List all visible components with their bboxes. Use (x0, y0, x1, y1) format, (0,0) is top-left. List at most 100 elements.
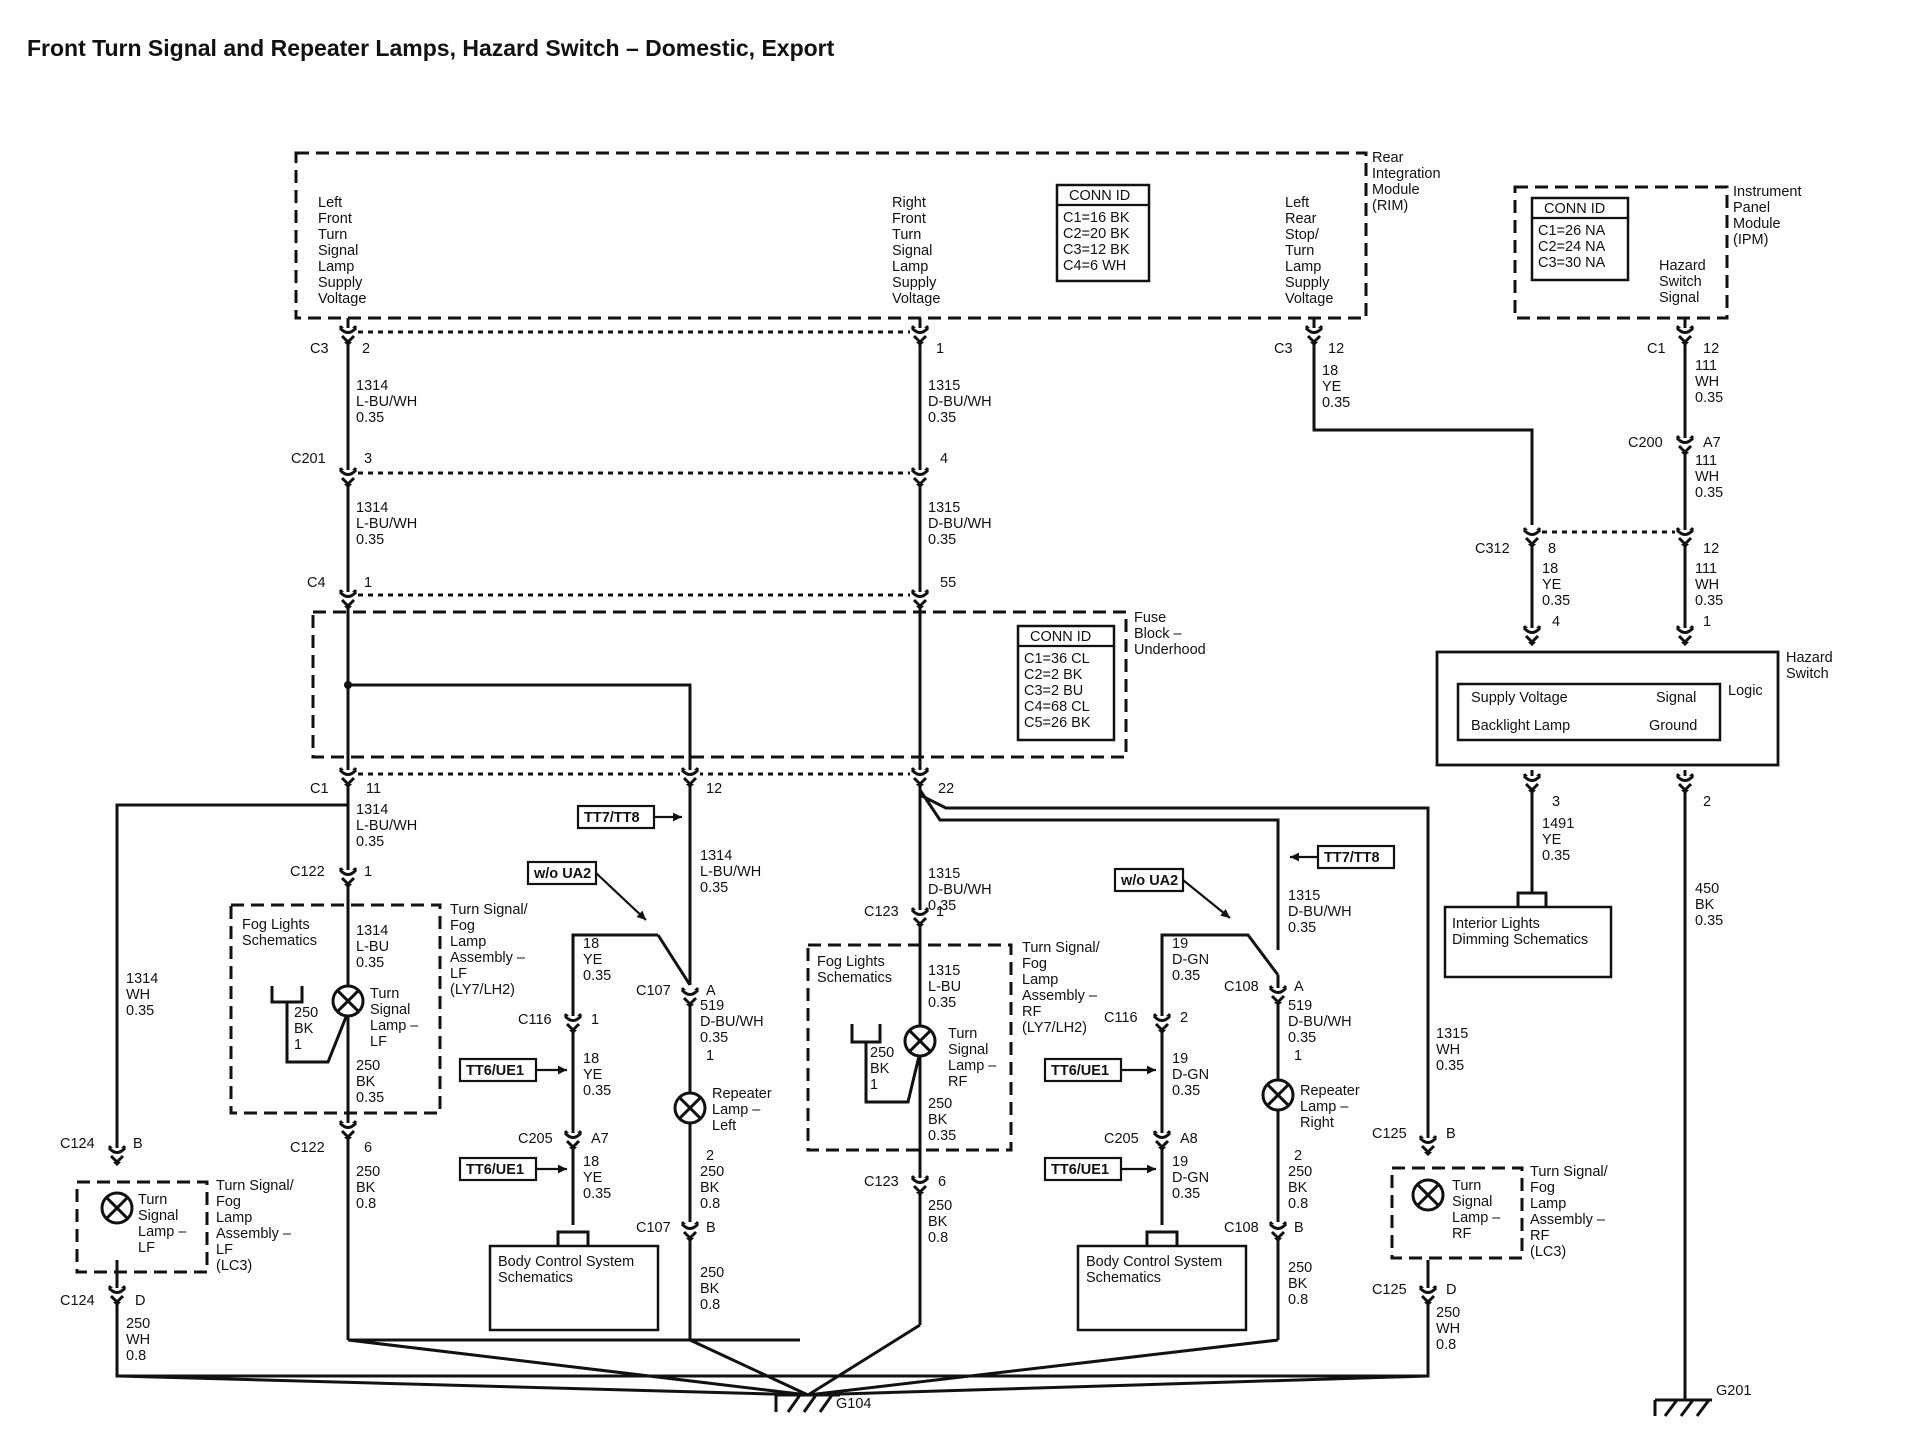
svg-text:0.8: 0.8 (1288, 1196, 1308, 1212)
svg-text:A7: A7 (1703, 435, 1721, 451)
svg-text:0.35: 0.35 (1172, 968, 1200, 984)
rim-circuit-left: Left Front Turn Signal Lamp Supply Volta… (318, 195, 366, 307)
svg-text:C4=6 WH: C4=6 WH (1063, 258, 1126, 274)
connector-symbol (1268, 1221, 1288, 1243)
svg-text:(LY7/LH2): (LY7/LH2) (1022, 1020, 1087, 1036)
svg-text:B: B (706, 1220, 716, 1236)
svg-text:Voltage: Voltage (1285, 291, 1333, 307)
svg-text:250: 250 (928, 1198, 952, 1214)
svg-text:Signal: Signal (370, 1002, 410, 1018)
connector-symbol (680, 767, 700, 789)
svg-text:1: 1 (294, 1037, 302, 1053)
svg-text:YE: YE (1542, 577, 1562, 593)
svg-text:CONN ID: CONN ID (1030, 629, 1091, 645)
connector-symbol (910, 325, 930, 347)
svg-text:Turn Signal/: Turn Signal/ (450, 902, 529, 918)
svg-text:L-BU/WH: L-BU/WH (356, 394, 417, 410)
svg-text:(LC3): (LC3) (216, 1258, 252, 1274)
fuse-conn-ids: CONN ID C1=36 CL C2=2 BK C3=2 BU C4=68 C… (1024, 629, 1091, 731)
connector-symbols (107, 325, 1695, 1307)
connector-symbol (910, 589, 930, 611)
svg-text:BK: BK (1288, 1180, 1308, 1196)
svg-text:RF: RF (948, 1074, 967, 1090)
tag-tt7-tt8-left: TT7/TT8 (576, 804, 682, 830)
hazard-switch-pins: Supply Voltage Signal Backlight Lamp Gro… (1471, 690, 1697, 734)
c124-top: C124 (60, 1136, 95, 1152)
c125-bottom: C125 (1372, 1282, 1407, 1298)
svg-text:Left: Left (1285, 195, 1309, 211)
svg-text:6: 6 (364, 1140, 372, 1156)
splice-dot (344, 681, 352, 689)
connector-symbol (1268, 985, 1288, 1007)
svg-text:Right: Right (1300, 1115, 1334, 1131)
svg-text:Block –: Block – (1134, 626, 1182, 642)
svg-text:Schematics: Schematics (498, 1270, 573, 1286)
svg-text:D-GN: D-GN (1172, 952, 1209, 968)
svg-text:3: 3 (1552, 794, 1560, 810)
svg-text:C2=20 BK: C2=20 BK (1063, 226, 1130, 242)
logic-label: Logic (1728, 683, 1763, 699)
svg-text:1: 1 (1294, 1048, 1302, 1064)
svg-text:0.35: 0.35 (1288, 920, 1316, 936)
svg-text:YE: YE (1542, 832, 1562, 848)
connector-symbol (338, 589, 358, 611)
svg-text:3: 3 (364, 451, 372, 467)
fog-ref-bracket-rf (850, 1024, 882, 1044)
svg-text:Fog: Fog (1530, 1180, 1555, 1196)
svg-text:Integration: Integration (1372, 166, 1441, 182)
svg-text:Assembly –: Assembly – (1022, 988, 1098, 1004)
svg-text:D-BU/WH: D-BU/WH (928, 516, 992, 532)
svg-text:Turn: Turn (948, 1026, 977, 1042)
c107-top: C107 (636, 983, 671, 999)
svg-text:250: 250 (1436, 1305, 1460, 1321)
svg-text:LF: LF (450, 966, 467, 982)
wire-label: 19D-GN0.35 (1172, 1154, 1209, 1202)
svg-text:B: B (1446, 1126, 1456, 1142)
wire-18-junction (656, 934, 692, 986)
svg-text:250: 250 (870, 1045, 894, 1061)
svg-text:Lamp: Lamp (216, 1210, 252, 1226)
svg-text:Fog: Fog (1022, 956, 1047, 972)
svg-text:WH: WH (1695, 577, 1719, 593)
svg-text:12: 12 (1703, 541, 1719, 557)
lamp-bulb-icon (1411, 1178, 1445, 1212)
svg-text:(LY7/LH2): (LY7/LH2) (450, 982, 515, 998)
svg-text:D-BU/WH: D-BU/WH (928, 882, 992, 898)
svg-text:D-BU/WH: D-BU/WH (928, 394, 992, 410)
svg-text:1: 1 (364, 575, 372, 591)
svg-text:Fuse: Fuse (1134, 610, 1166, 626)
svg-text:RF: RF (1022, 1004, 1041, 1020)
turn-signal-lamp-rf-label: Turn Signal Lamp – RF (948, 1026, 997, 1090)
svg-text:1315: 1315 (928, 963, 960, 979)
svg-text:0.8: 0.8 (356, 1196, 376, 1212)
wire-1315-wh (919, 793, 1430, 1140)
svg-text:C3=2 BU: C3=2 BU (1024, 683, 1083, 699)
svg-text:Module: Module (1733, 216, 1781, 232)
svg-text:12: 12 (706, 781, 722, 797)
svg-text:C2=24 NA: C2=24 NA (1538, 239, 1606, 255)
svg-text:D: D (1446, 1282, 1456, 1298)
connector-symbol (338, 867, 358, 889)
wire-18-ye-left (571, 933, 658, 1225)
lamp-bulb-icon (331, 984, 365, 1018)
tag-tt6-ue1-1: TT6/UE1 (458, 1057, 567, 1083)
svg-text:Dimming Schematics: Dimming Schematics (1452, 932, 1588, 948)
svg-text:TT6/UE1: TT6/UE1 (1051, 1162, 1109, 1178)
wire-ground-c123 (807, 1323, 921, 1397)
svg-text:0.8: 0.8 (126, 1348, 146, 1364)
svg-text:D-BU/WH: D-BU/WH (1288, 904, 1352, 920)
svg-text:12: 12 (1703, 341, 1719, 357)
svg-text:TT6/UE1: TT6/UE1 (1051, 1063, 1109, 1079)
svg-text:1491: 1491 (1542, 816, 1574, 832)
svg-text:Front: Front (318, 211, 352, 227)
wire-label: 19D-GN0.35 (1172, 1051, 1209, 1099)
svg-text:YE: YE (583, 1067, 603, 1083)
